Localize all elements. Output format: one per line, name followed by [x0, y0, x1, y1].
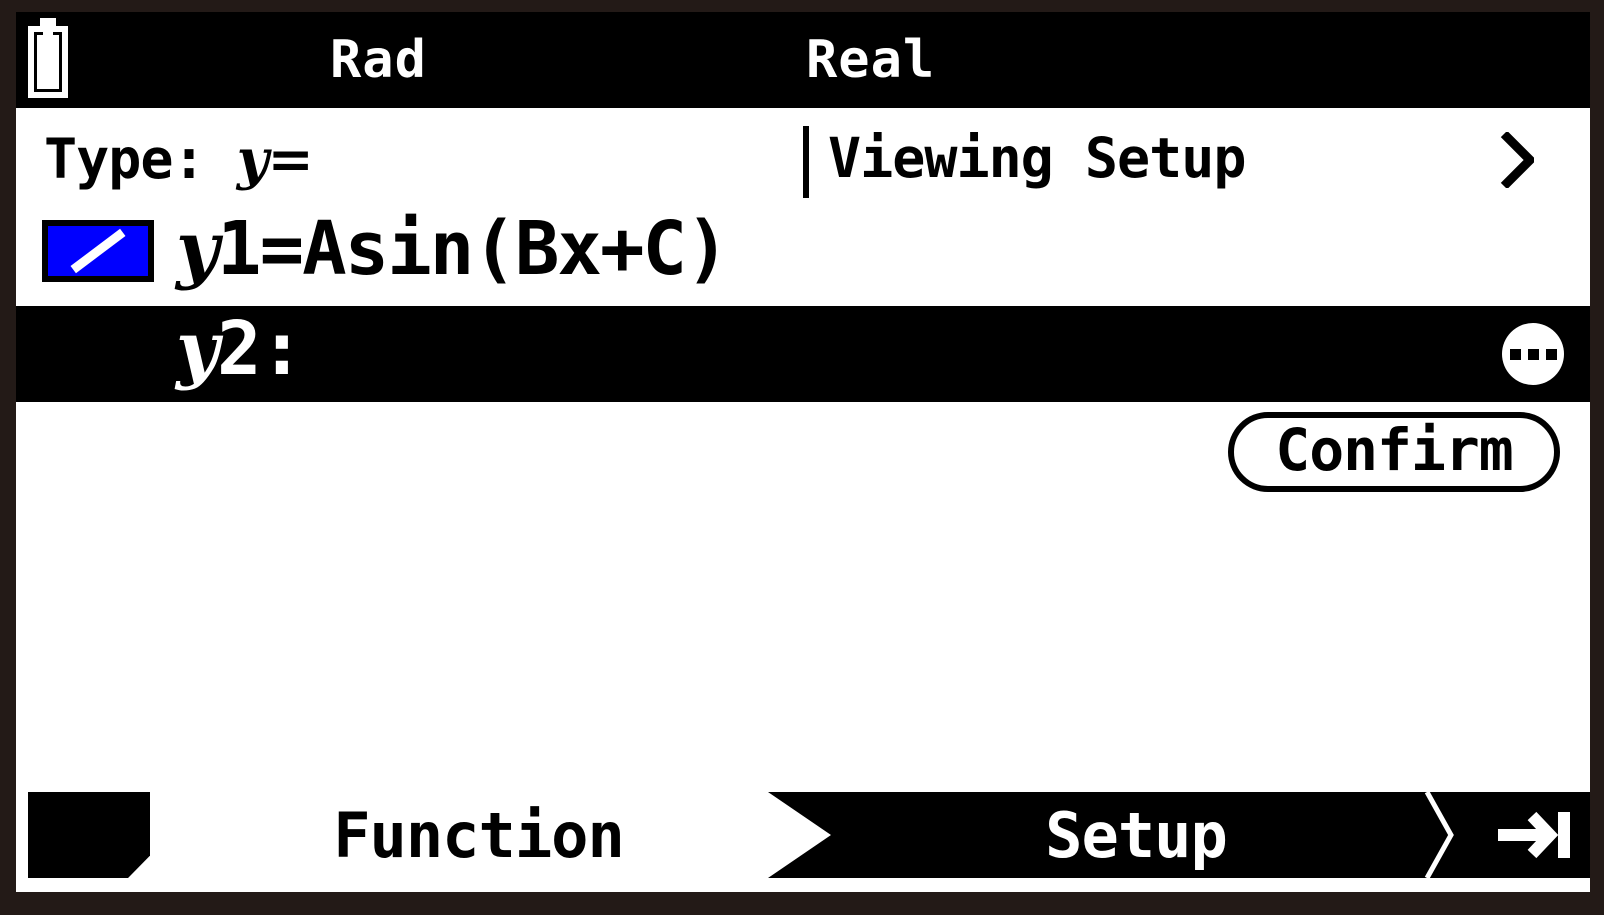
viewing-setup-button[interactable]: Viewing Setup [828, 126, 1246, 190]
bottom-toolbar: Function Setup [16, 778, 1590, 892]
battery-full-icon [28, 18, 68, 98]
header-divider [803, 126, 809, 198]
function-name-prefix-y1: y [176, 206, 219, 292]
function-style-checkbox-y1[interactable] [42, 220, 154, 282]
function-row-y1[interactable]: y1=Asin(Bx+C) [16, 204, 1590, 302]
function-expression-y1[interactable]: y1=Asin(Bx+C) [176, 206, 730, 292]
editor-header-row: Type: y= Viewing Setup [16, 108, 1590, 204]
ellipsis-circle-icon[interactable] [1502, 323, 1564, 385]
function-body-y1: Asin(Bx+C) [302, 206, 730, 292]
function-separator-y2: : [259, 306, 305, 392]
ellipsis-dot [1545, 348, 1557, 360]
line-style-indicator [70, 228, 126, 274]
type-selector[interactable]: Type: y= [44, 126, 314, 191]
function-index-y2: 2 [217, 306, 262, 392]
function-row-y2[interactable]: y2: [16, 306, 1590, 402]
status-angle-mode: Rad [330, 30, 427, 90]
toolbar-tab-setup[interactable]: Setup [768, 792, 1468, 878]
toolbar-next-button[interactable] [1421, 792, 1590, 878]
status-complex-mode: Real [806, 30, 936, 90]
status-bar: Rad Real [16, 12, 1590, 108]
ellipsis-dot [1527, 348, 1539, 360]
arrow-to-bar-icon [1498, 811, 1570, 859]
function-editor-body: Type: y= Viewing Setup y1=Asin(Bx+C) [16, 108, 1590, 778]
toolbar-tab-function[interactable]: Function [166, 792, 791, 878]
ellipsis-dot [1509, 348, 1521, 360]
type-label-text: Type: [44, 127, 206, 191]
toolbar-tab-left[interactable] [28, 792, 150, 878]
confirm-button[interactable]: Confirm [1228, 412, 1560, 492]
toolbar-function-label: Function [333, 798, 625, 872]
toolbar-setup-label: Setup [1045, 798, 1228, 872]
function-separator-y1: = [259, 206, 305, 292]
confirm-button-label: Confirm [1275, 416, 1513, 484]
function-name-prefix-y2: y [176, 306, 219, 392]
function-index-y1: 1 [217, 206, 262, 292]
calculator-screen: Rad Real Type: y= Viewing Setup [16, 12, 1590, 892]
chevron-right-icon[interactable] [1500, 132, 1534, 188]
function-expression-y2[interactable]: y2: [176, 306, 305, 392]
type-value-text: y= [236, 126, 314, 191]
